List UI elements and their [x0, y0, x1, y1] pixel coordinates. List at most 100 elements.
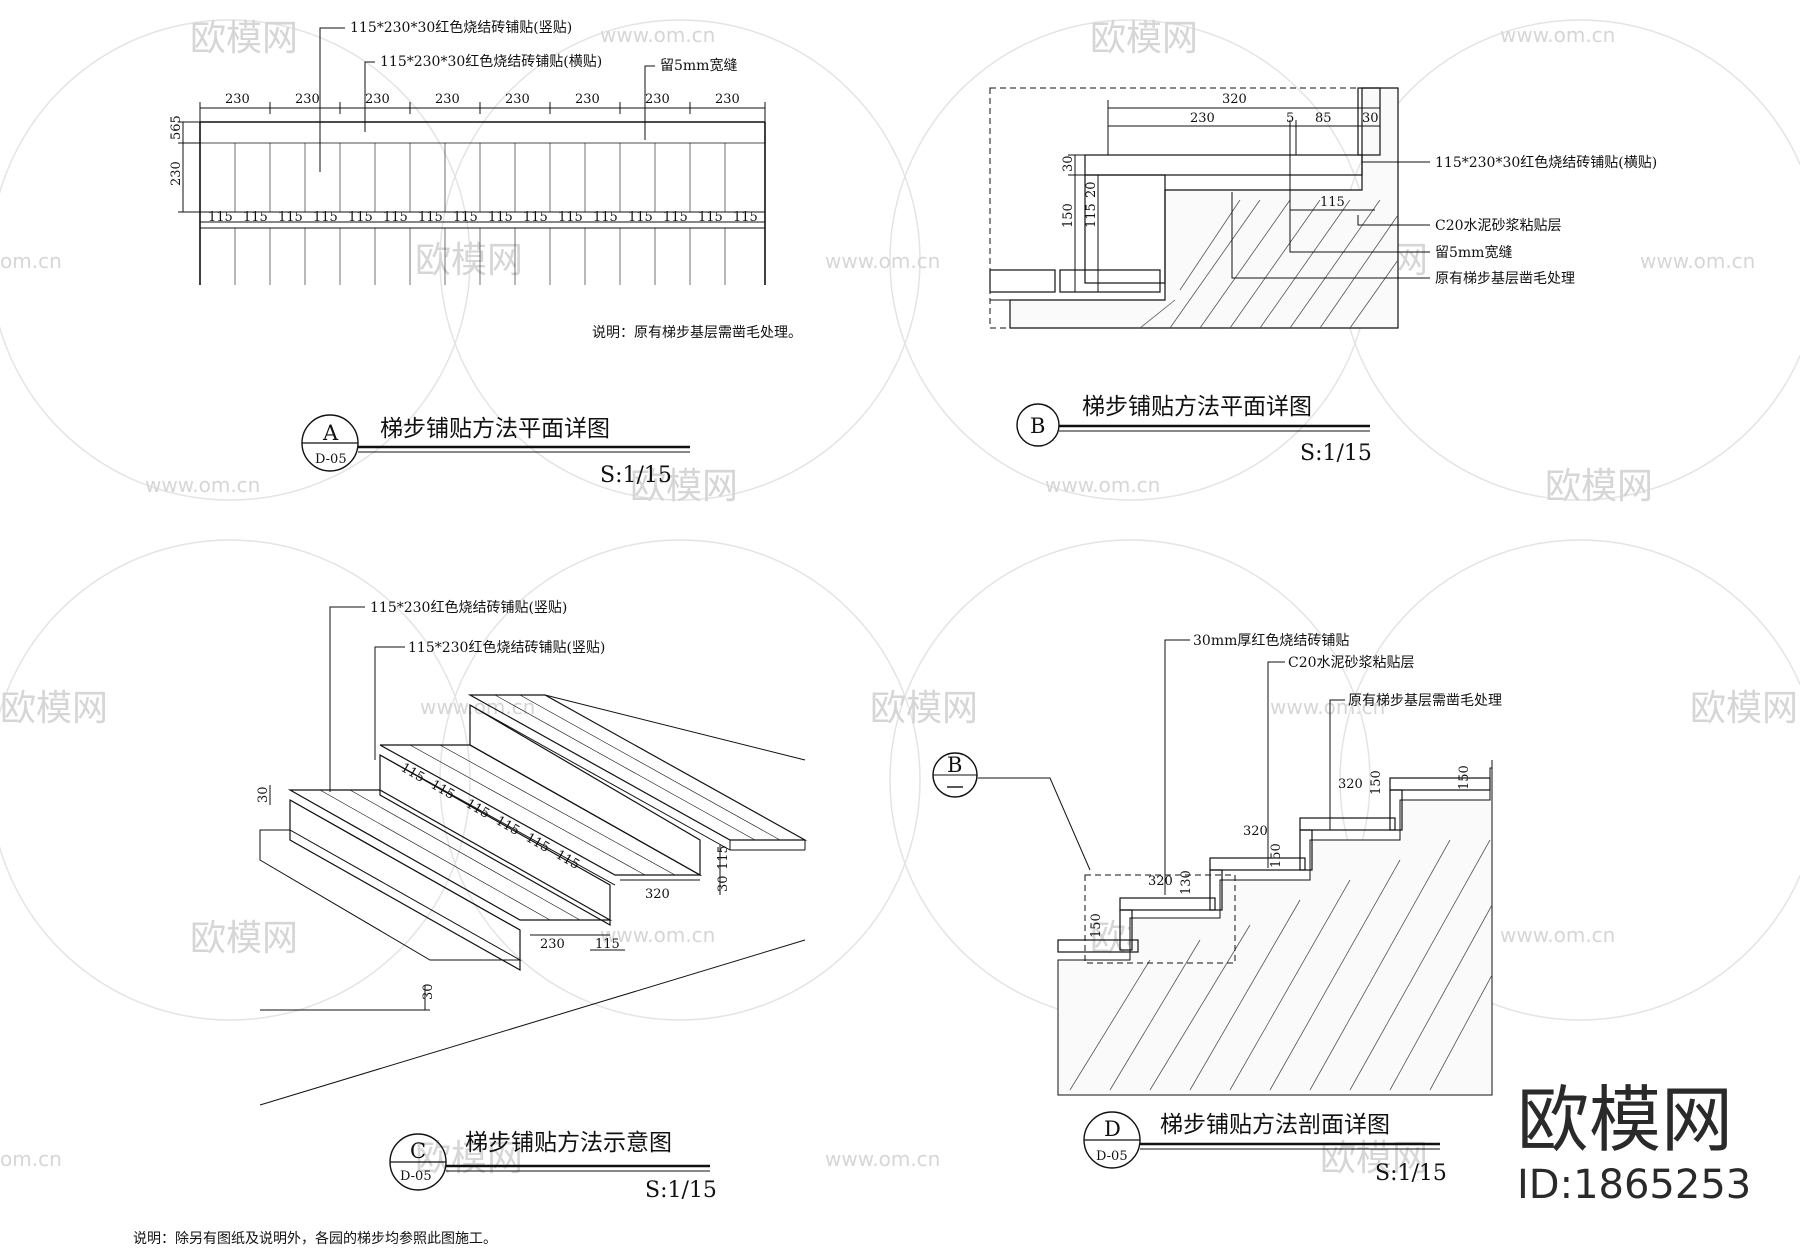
detail-letter: C — [410, 1139, 426, 1163]
detail-scale: S:1/15 — [1300, 441, 1372, 466]
callout-text: 115*230*30红色烧结砖铺贴(竖贴) — [350, 19, 572, 36]
dim-label: 115 — [348, 210, 373, 225]
dim-label: 20 — [1084, 181, 1099, 198]
watermark-logo: 欧模网 — [415, 240, 523, 281]
watermark-url: www.om.cn — [1500, 923, 1615, 947]
callout-text: 115*230红色烧结砖铺贴(竖贴) — [370, 599, 567, 616]
dim-label: 30 — [1362, 111, 1379, 126]
watermark-url: www.om.cn — [1045, 473, 1160, 497]
dim-label: 230 — [295, 92, 320, 107]
watermark-url: www.om.cn — [600, 23, 715, 47]
watermark-url: om.cn — [0, 249, 62, 273]
dim-label: 230 — [435, 92, 460, 107]
callout-text: 原有梯步基层凿毛处理 — [1435, 270, 1575, 287]
dim-label: 115 — [383, 210, 408, 225]
callout-text: 留5mm宽缝 — [660, 57, 737, 74]
dim-label: 150 — [1269, 843, 1284, 868]
watermark-url: www.om.cn — [825, 1147, 940, 1171]
callout-text: 30mm厚红色烧结砖铺贴 — [1193, 632, 1349, 649]
dim-label: 115 — [553, 847, 582, 872]
dim-label: 115 — [418, 210, 443, 225]
dim-label: 230 — [645, 92, 670, 107]
callout-text: 115*230红色烧结砖铺贴(竖贴) — [408, 639, 605, 656]
watermark-logo: 欧模网 — [1545, 466, 1653, 507]
watermark-url: www.om.cn — [145, 473, 260, 497]
callout-text: 原有梯步基层需凿毛处理 — [1348, 692, 1502, 709]
dim-label: 115 — [523, 210, 548, 225]
dim-label: 115 — [493, 813, 522, 838]
callout-text: 留5mm宽缝 — [1435, 244, 1512, 261]
watermark-logo: 欧模网 — [190, 918, 298, 959]
dim-label: 115 — [663, 210, 688, 225]
dim-label: 230 — [169, 161, 184, 186]
watermark-logo: 欧模网 — [630, 466, 738, 507]
dim-label: 150 — [1369, 770, 1384, 795]
detail-scale: S:1/15 — [600, 463, 672, 488]
dim-label: 320 — [645, 887, 670, 902]
dim-label: 115 — [1320, 195, 1345, 210]
detail-b-section: 320 230 5 85 30 30 20 150 115 115 115*23… — [989, 87, 1657, 466]
detail-letter: A — [322, 421, 339, 445]
dim-label: 115 — [593, 210, 618, 225]
watermark-logo: 欧模网 — [415, 1138, 523, 1179]
detail-title: 梯步铺贴方法剖面详图 — [1160, 1112, 1390, 1138]
detail-note: 说明：原有梯步基层需凿毛处理。 — [592, 324, 802, 341]
dim-label: 150 — [1061, 203, 1076, 228]
callout-text: 115*230*30红色烧结砖铺贴(横贴) — [380, 53, 602, 70]
dim-label: 115 — [733, 210, 758, 225]
dim-label: 115 — [1084, 203, 1099, 228]
dim-label: 115 — [243, 210, 268, 225]
dim-label: 320 — [1338, 777, 1363, 792]
watermark-url: www.om.cn — [1270, 695, 1385, 719]
detail-title: 梯步铺贴方法平面详图 — [1082, 394, 1312, 420]
detail-scale: S:1/15 — [645, 1178, 717, 1203]
dim-label: 85 — [1315, 111, 1332, 126]
watermark-url: www.om.cn — [600, 923, 715, 947]
detail-ref: D-05 — [400, 1169, 432, 1184]
dim-label: 115 — [398, 760, 427, 785]
dim-label: 230 — [715, 92, 740, 107]
dim-label: 320 — [1148, 874, 1173, 889]
dim-label: 115 — [628, 210, 653, 225]
dim-label: 150 — [1089, 913, 1104, 938]
dim-label: 30 — [421, 983, 436, 1000]
dim-label: 30 — [716, 875, 731, 892]
dim-label: 320 — [1243, 824, 1268, 839]
detail-letter: D — [1104, 1117, 1121, 1141]
watermark-logo: 欧模网 — [870, 688, 978, 729]
watermark-logo: 欧模网 — [0, 688, 108, 729]
dim-label: 230 — [505, 92, 530, 107]
watermark-logo: 欧模网 — [190, 18, 298, 59]
dim-label: 115 — [595, 937, 620, 952]
dim-label: 130 — [1179, 870, 1194, 895]
watermark-url: om.cn — [0, 1147, 62, 1171]
callout-text: C20水泥砂浆粘贴层 — [1435, 218, 1562, 234]
dim-label: 115 — [523, 830, 552, 855]
dim-label: 565 — [169, 115, 184, 140]
dim-label: 115 — [428, 777, 457, 802]
footer-note: 说明：除另有图纸及说明外，各园的梯步均参照此图施工。 — [133, 1230, 497, 1247]
watermark-logo: 欧模网 — [1090, 18, 1198, 59]
watermark-url: www.om.cn — [1640, 249, 1755, 273]
dim-label: 115 — [313, 210, 338, 225]
brand-logo: 欧模网 — [1517, 1078, 1733, 1162]
dim-label: 5 — [1286, 111, 1294, 126]
detail-c-isometric: 115 115 115 115 115 115 30 115 30 320 23… — [256, 599, 808, 1203]
watermark-url: www.om.cn — [825, 249, 940, 273]
detail-a-plan: 230 230 230 230 230 230 230 230 — [169, 19, 802, 488]
callout-text: C20水泥砂浆粘贴层 — [1288, 655, 1415, 671]
dim-label: 320 — [1222, 92, 1247, 107]
brand-id: ID:1865253 — [1517, 1162, 1751, 1208]
detail-title: 梯步铺贴方法示意图 — [465, 1130, 672, 1156]
callout-text: 115*230*30红色烧结砖铺贴(横贴) — [1435, 154, 1657, 171]
dim-label: 115 — [488, 210, 513, 225]
detail-scale: S:1/15 — [1375, 1161, 1447, 1186]
watermark-url: www.om.cn — [1500, 23, 1615, 47]
dim-label: 115 — [558, 210, 583, 225]
dim-label: 230 — [225, 92, 250, 107]
detail-letter: B — [1030, 414, 1045, 438]
dim-label: 230 — [540, 937, 565, 952]
dim-label: 30 — [256, 786, 271, 803]
dim-label: 230 — [575, 92, 600, 107]
